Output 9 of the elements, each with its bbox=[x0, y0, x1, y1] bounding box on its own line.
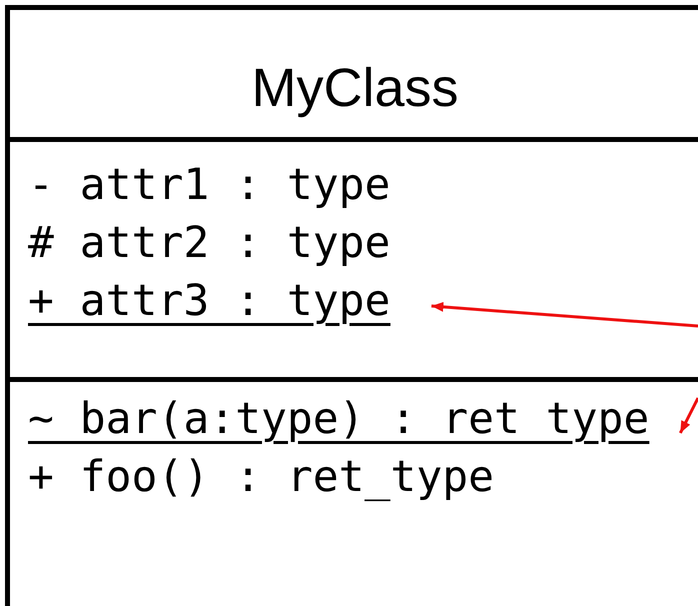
class-box bbox=[5, 5, 698, 606]
arrow bbox=[431, 302, 698, 328]
static-member-text: ~ bar(a:type) : ret_type bbox=[28, 394, 680, 444]
member-text: - attr1 : type bbox=[28, 160, 390, 210]
arrow bbox=[679, 397, 698, 434]
static-member-text: + attr3 : type bbox=[28, 276, 430, 326]
member-text: + foo() : ret_type bbox=[28, 452, 494, 502]
member-text: # attr2 : type bbox=[28, 218, 390, 268]
class-name: MyClass bbox=[250, 58, 460, 118]
